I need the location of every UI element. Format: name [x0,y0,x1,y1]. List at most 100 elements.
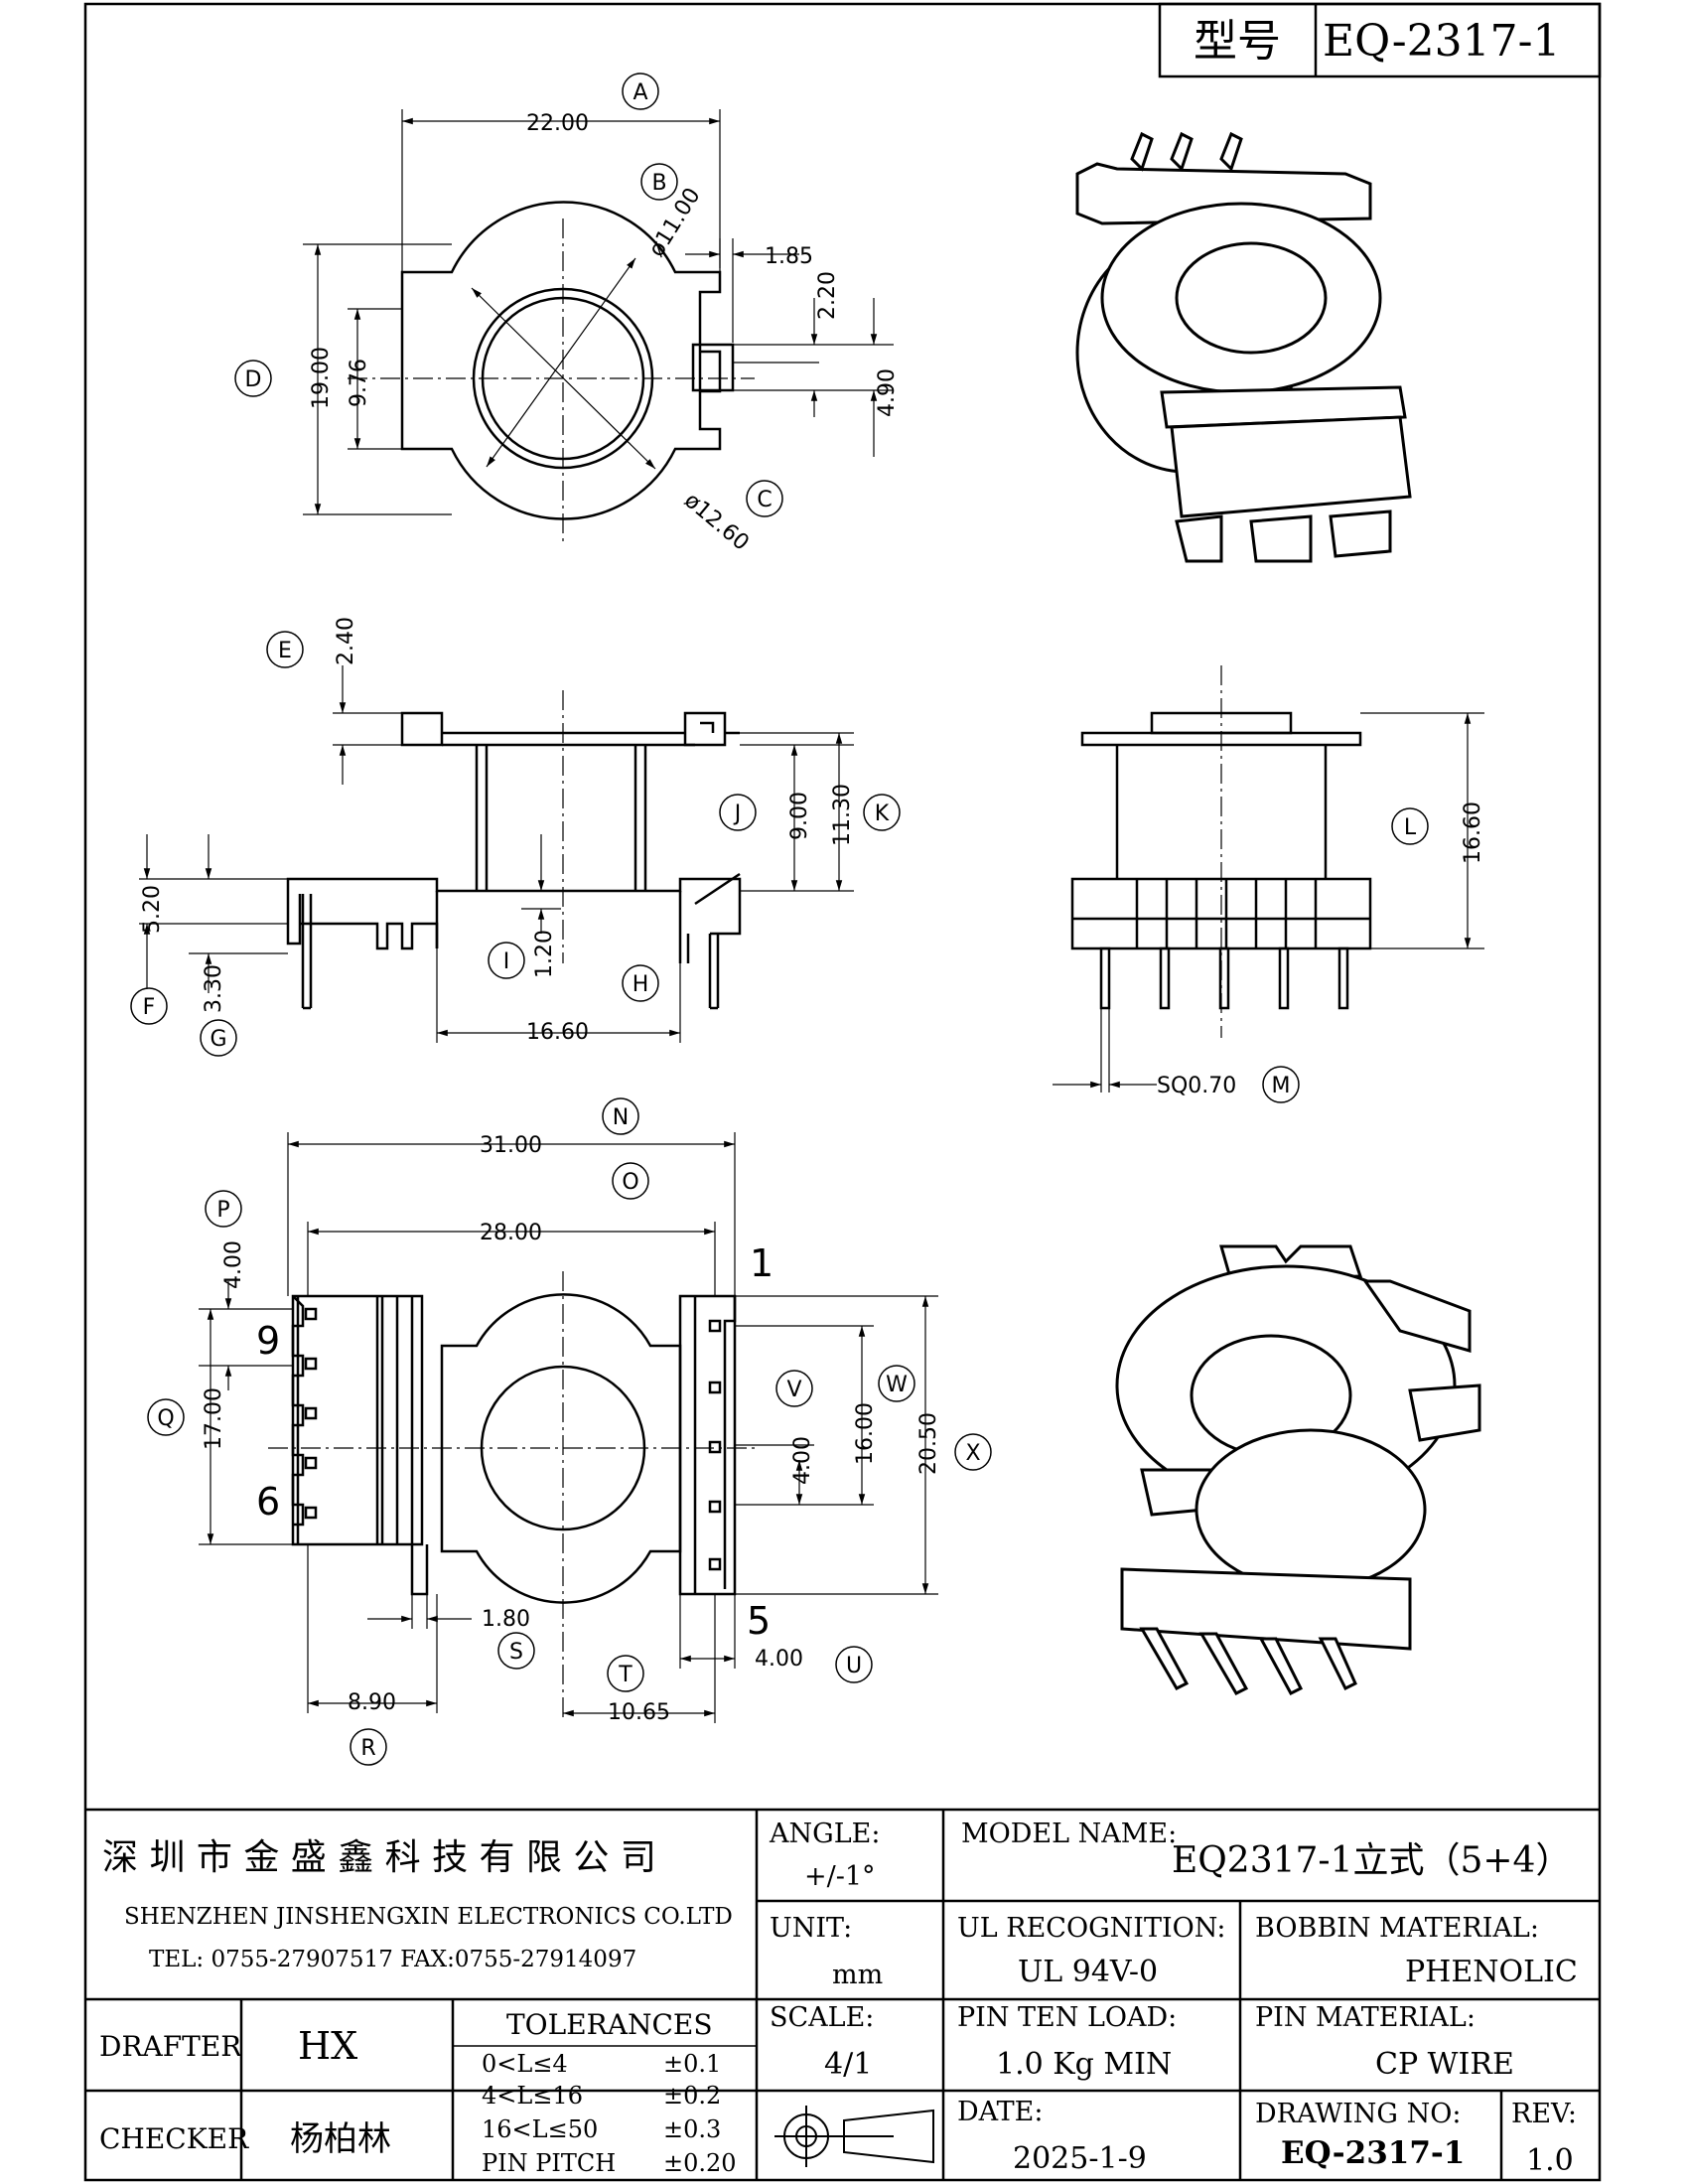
callout-q-circle [147,1398,185,1436]
pin-6-label: 6 [256,1480,280,1524]
dim-1-20: 1.20 [532,930,557,978]
model-box-label: 型号 [1194,16,1281,67]
angle-value: +/-1° [804,1861,876,1892]
callout-w-circle [878,1365,915,1402]
callout-v: V [786,1378,801,1402]
iso-view-top [1075,131,1412,563]
rev-label: REV: [1511,2099,1577,2129]
tol-range-2: 16<L≤50 [482,2115,598,2143]
dim-31: 31.00 [480,1133,542,1158]
drawing-no-value: EQ-2317-1 [1281,2135,1465,2171]
dim-8-90: 8.90 [348,1690,396,1715]
angle-label: ANGLE: [769,1819,880,1849]
dim-3-30: 3.30 [202,964,226,1013]
tol-range-1: 4<L≤16 [482,2082,583,2110]
callout-c-circle [746,480,783,517]
unit-label: UNIT: [770,1913,852,1944]
callouts [130,73,1429,1766]
callout-k-circle [863,794,901,831]
top-view [400,201,735,520]
projection-symbol-icon [774,2106,934,2167]
tol-range-3: PIN PITCH [482,2149,616,2177]
callout-i-circle [488,942,525,979]
date-label: DATE: [957,2097,1043,2127]
dim-4-90: 4.90 [875,368,900,417]
dim-4-00-left: 4.00 [221,1240,246,1289]
dim-28: 28.00 [480,1221,542,1245]
callout-v-circle [775,1370,813,1407]
callout-o-circle [612,1162,649,1200]
callout-m-circle [1262,1066,1300,1103]
dim-5-20: 5.20 [140,885,165,934]
callout-b-circle [640,163,678,201]
callout-i: I [503,949,510,974]
callout-k: K [875,801,890,826]
dim-19: 19.00 [309,347,334,409]
drawing-no-label: DRAWING NO: [1255,2099,1461,2129]
callout-x-circle [954,1433,992,1471]
callout-d: D [245,367,262,392]
dim-9-76: 9.76 [347,359,371,407]
callout-s: S [509,1640,523,1665]
callout-f-circle [130,987,168,1025]
pin-1-label: 1 [750,1241,773,1285]
callout-e: E [278,639,292,663]
tol-value-2: ±0.3 [663,2115,721,2143]
callout-e-circle [266,631,304,668]
callout-b: B [651,171,666,196]
callout-c: C [757,488,772,512]
dim-4-00-mid: 4.00 [790,1436,815,1485]
bobbin-material-value: PHENOLIC [1405,1955,1578,1989]
callout-m: M [1272,1074,1291,1098]
callout-t: T [618,1663,633,1687]
company-name-cn: 深 圳 市 金 盛 鑫 科 技 有 限 公 司 [102,1837,656,1878]
callout-d-circle [234,360,272,397]
ul-label: UL RECOGNITION: [957,1913,1226,1944]
dim-11-30: 11.30 [830,784,855,846]
drawing-frame [83,2,1602,2182]
front-view [286,711,742,1010]
callout-r-circle [350,1728,387,1766]
callout-u-circle [835,1646,873,1683]
callout-f: F [143,995,156,1020]
unit-value: mm [832,1960,883,1990]
pin-material-label: PIN MATERIAL: [1255,2002,1476,2033]
dim-sq-0-70: SQ0.70 [1157,1074,1236,1098]
callout-j-circle [719,794,757,831]
callout-p-circle [205,1190,242,1228]
callout-x: X [965,1441,980,1466]
pin-load-value: 1.0 Kg MIN [996,2047,1172,2082]
callout-g: G [210,1027,226,1052]
dim-17: 17.00 [202,1387,226,1450]
dim-16-60-front: 16.60 [526,1020,589,1045]
dim-dia-12-60: ø12.60 [679,488,754,555]
scale-value: 4/1 [824,2047,872,2082]
tol-range-0: 0<L≤4 [482,2050,568,2078]
callout-n-circle [602,1097,639,1135]
tolerances-title: TOLERANCES [506,2008,713,2041]
scale-label: SCALE: [770,2002,874,2033]
dim-10-65: 10.65 [608,1700,670,1725]
callout-a-circle [622,73,659,110]
model-name-label: MODEL NAME: [961,1819,1177,1849]
callout-j: J [733,801,742,826]
company-contact: TEL: 0755-27907517 FAX:0755-27914097 [149,1947,636,1972]
callout-u: U [846,1654,862,1678]
checker-label: CHECKER [99,2122,249,2155]
title-block [85,1808,1600,2180]
callout-p: P [216,1198,229,1223]
dim-1-80: 1.80 [482,1607,530,1632]
pin-load-label: PIN TEN LOAD: [957,2002,1177,2033]
bobbin-material-label: BOBBIN MATERIAL: [1255,1913,1539,1944]
dim-16-00: 16.00 [853,1402,878,1465]
callout-w: W [886,1373,908,1397]
bottom-view [291,1293,737,1604]
tol-value-3: ±0.20 [663,2149,737,2177]
dim-20-50: 20.50 [916,1412,941,1475]
dim-1-85: 1.85 [765,244,813,269]
callout-n: N [613,1105,629,1130]
dim-16-60-side: 16.60 [1461,801,1485,864]
callout-t-circle [607,1655,644,1692]
drafter-value: HX [298,2024,357,2068]
iso-view-bottom [1115,1244,1481,1695]
